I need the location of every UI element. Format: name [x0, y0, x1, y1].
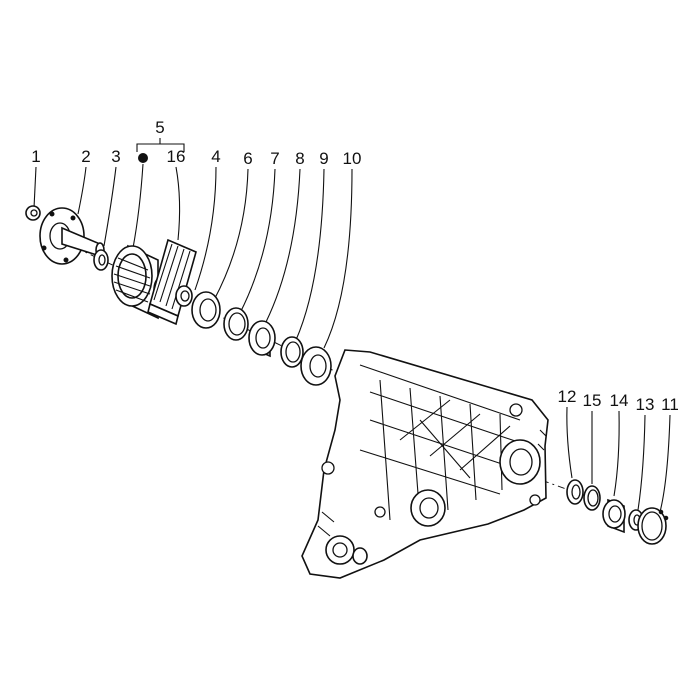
callout-9: 9	[319, 149, 328, 168]
callout-12: 12	[558, 387, 577, 406]
part-9-circlip	[280, 336, 304, 368]
part-2-flange-shaft	[39, 207, 105, 265]
callout-4: 4	[211, 147, 220, 166]
callout-2: 2	[81, 147, 90, 166]
kit-marker-dot	[138, 153, 148, 163]
callout-13: 13	[636, 395, 655, 414]
group-label-5: 5	[155, 118, 164, 137]
part-4-bush	[175, 285, 193, 307]
callout-16: 16	[167, 147, 186, 166]
callout-6: 6	[243, 149, 252, 168]
part-8-spacer	[248, 320, 276, 358]
callout-14: 14	[610, 391, 629, 410]
part-7-circlip	[223, 307, 249, 341]
part-10-bearing	[300, 346, 332, 386]
leader-lines	[33, 163, 671, 513]
callout-15: 15	[583, 391, 602, 410]
part-1-nut	[25, 205, 41, 221]
callout-1: 1	[31, 147, 40, 166]
callout-11: 11	[661, 395, 679, 414]
part-3-washer	[93, 249, 109, 271]
part-11-circlip	[637, 507, 669, 545]
transmission-housing	[301, 349, 549, 579]
callout-10: 10	[343, 149, 362, 168]
part-15-washer	[583, 485, 601, 511]
part-16-needle-shell	[147, 238, 197, 326]
callout-7: 7	[270, 149, 279, 168]
callout-3: 3	[111, 147, 120, 166]
part-12-seal	[566, 479, 584, 505]
callout-8: 8	[295, 149, 304, 168]
group-bracket	[136, 138, 185, 152]
part-6-bearing	[191, 291, 221, 329]
part-14-bearing	[602, 498, 626, 534]
